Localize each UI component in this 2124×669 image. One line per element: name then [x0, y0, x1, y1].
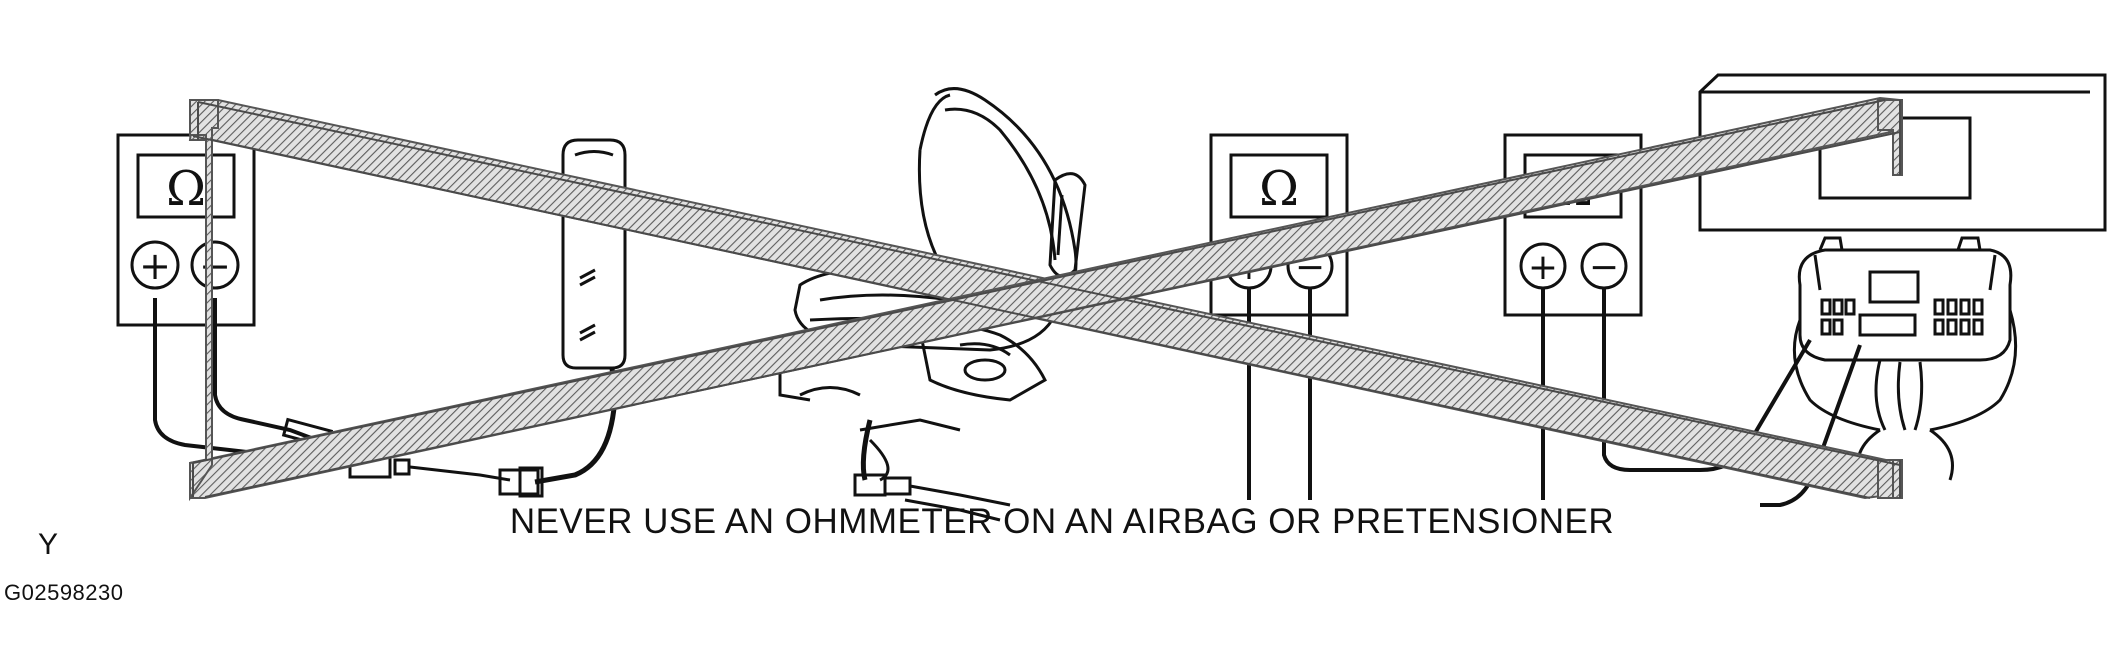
- prohibition-cross-outline: [192, 99, 1901, 499]
- ohm-symbol: Ω: [1259, 161, 1299, 217]
- plus-terminal: +: [139, 244, 171, 288]
- ecu-connector: [1698, 73, 2107, 481]
- figure-id: G02598230: [4, 580, 124, 605]
- plus-terminal: +: [1528, 247, 1558, 288]
- minus-terminal: −: [1589, 247, 1619, 288]
- ohm-symbol: Ω: [166, 161, 206, 217]
- warning-caption: NEVER USE AN OHMMETER ON AN AIRBAG OR PR…: [509, 502, 1615, 541]
- ohmmeter-left: Ω + −: [116, 133, 511, 482]
- prohibition-cross: [188, 96, 1903, 502]
- ohmmeter-middle: Ω + −: [1209, 133, 1349, 500]
- corner-mark: Y: [38, 528, 59, 561]
- minus-terminal: −: [199, 244, 231, 288]
